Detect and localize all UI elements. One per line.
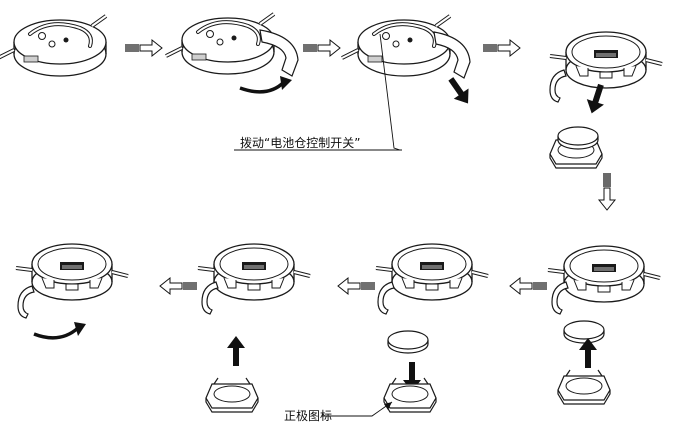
flow-arrow-down-icon — [598, 173, 616, 211]
step-3-device-tray-out — [340, 14, 476, 109]
flow-arrow-left-icon — [337, 277, 375, 295]
step-4-tray-removed — [548, 30, 664, 169]
step-1-device-closed — [0, 14, 108, 78]
flow-arrow-icon — [483, 39, 521, 57]
flow-arrow-icon — [125, 39, 163, 57]
polarity-leader-line — [322, 401, 393, 417]
flow-arrow-left-icon — [509, 277, 547, 295]
rotate-arrow-icon — [33, 326, 80, 340]
flow-arrow-left-icon — [159, 277, 197, 295]
switch-annotation: 拨动“电池仓控制开关” — [240, 136, 361, 150]
step-7-tray-reinsert — [196, 242, 312, 413]
step-5-insert-battery — [546, 244, 662, 405]
switch-leader-line — [379, 33, 401, 151]
polarity-annotation: 正极图标 — [284, 409, 333, 423]
push-up-arrow-icon — [227, 336, 245, 366]
rotate-arrow-icon — [239, 80, 286, 94]
flow-arrow-icon — [303, 39, 341, 57]
step-6-battery-on-tray — [374, 242, 490, 413]
step-8-close-latch — [14, 242, 130, 340]
step-2-device-rotate — [164, 12, 299, 94]
pull-arrow-icon — [443, 73, 476, 109]
